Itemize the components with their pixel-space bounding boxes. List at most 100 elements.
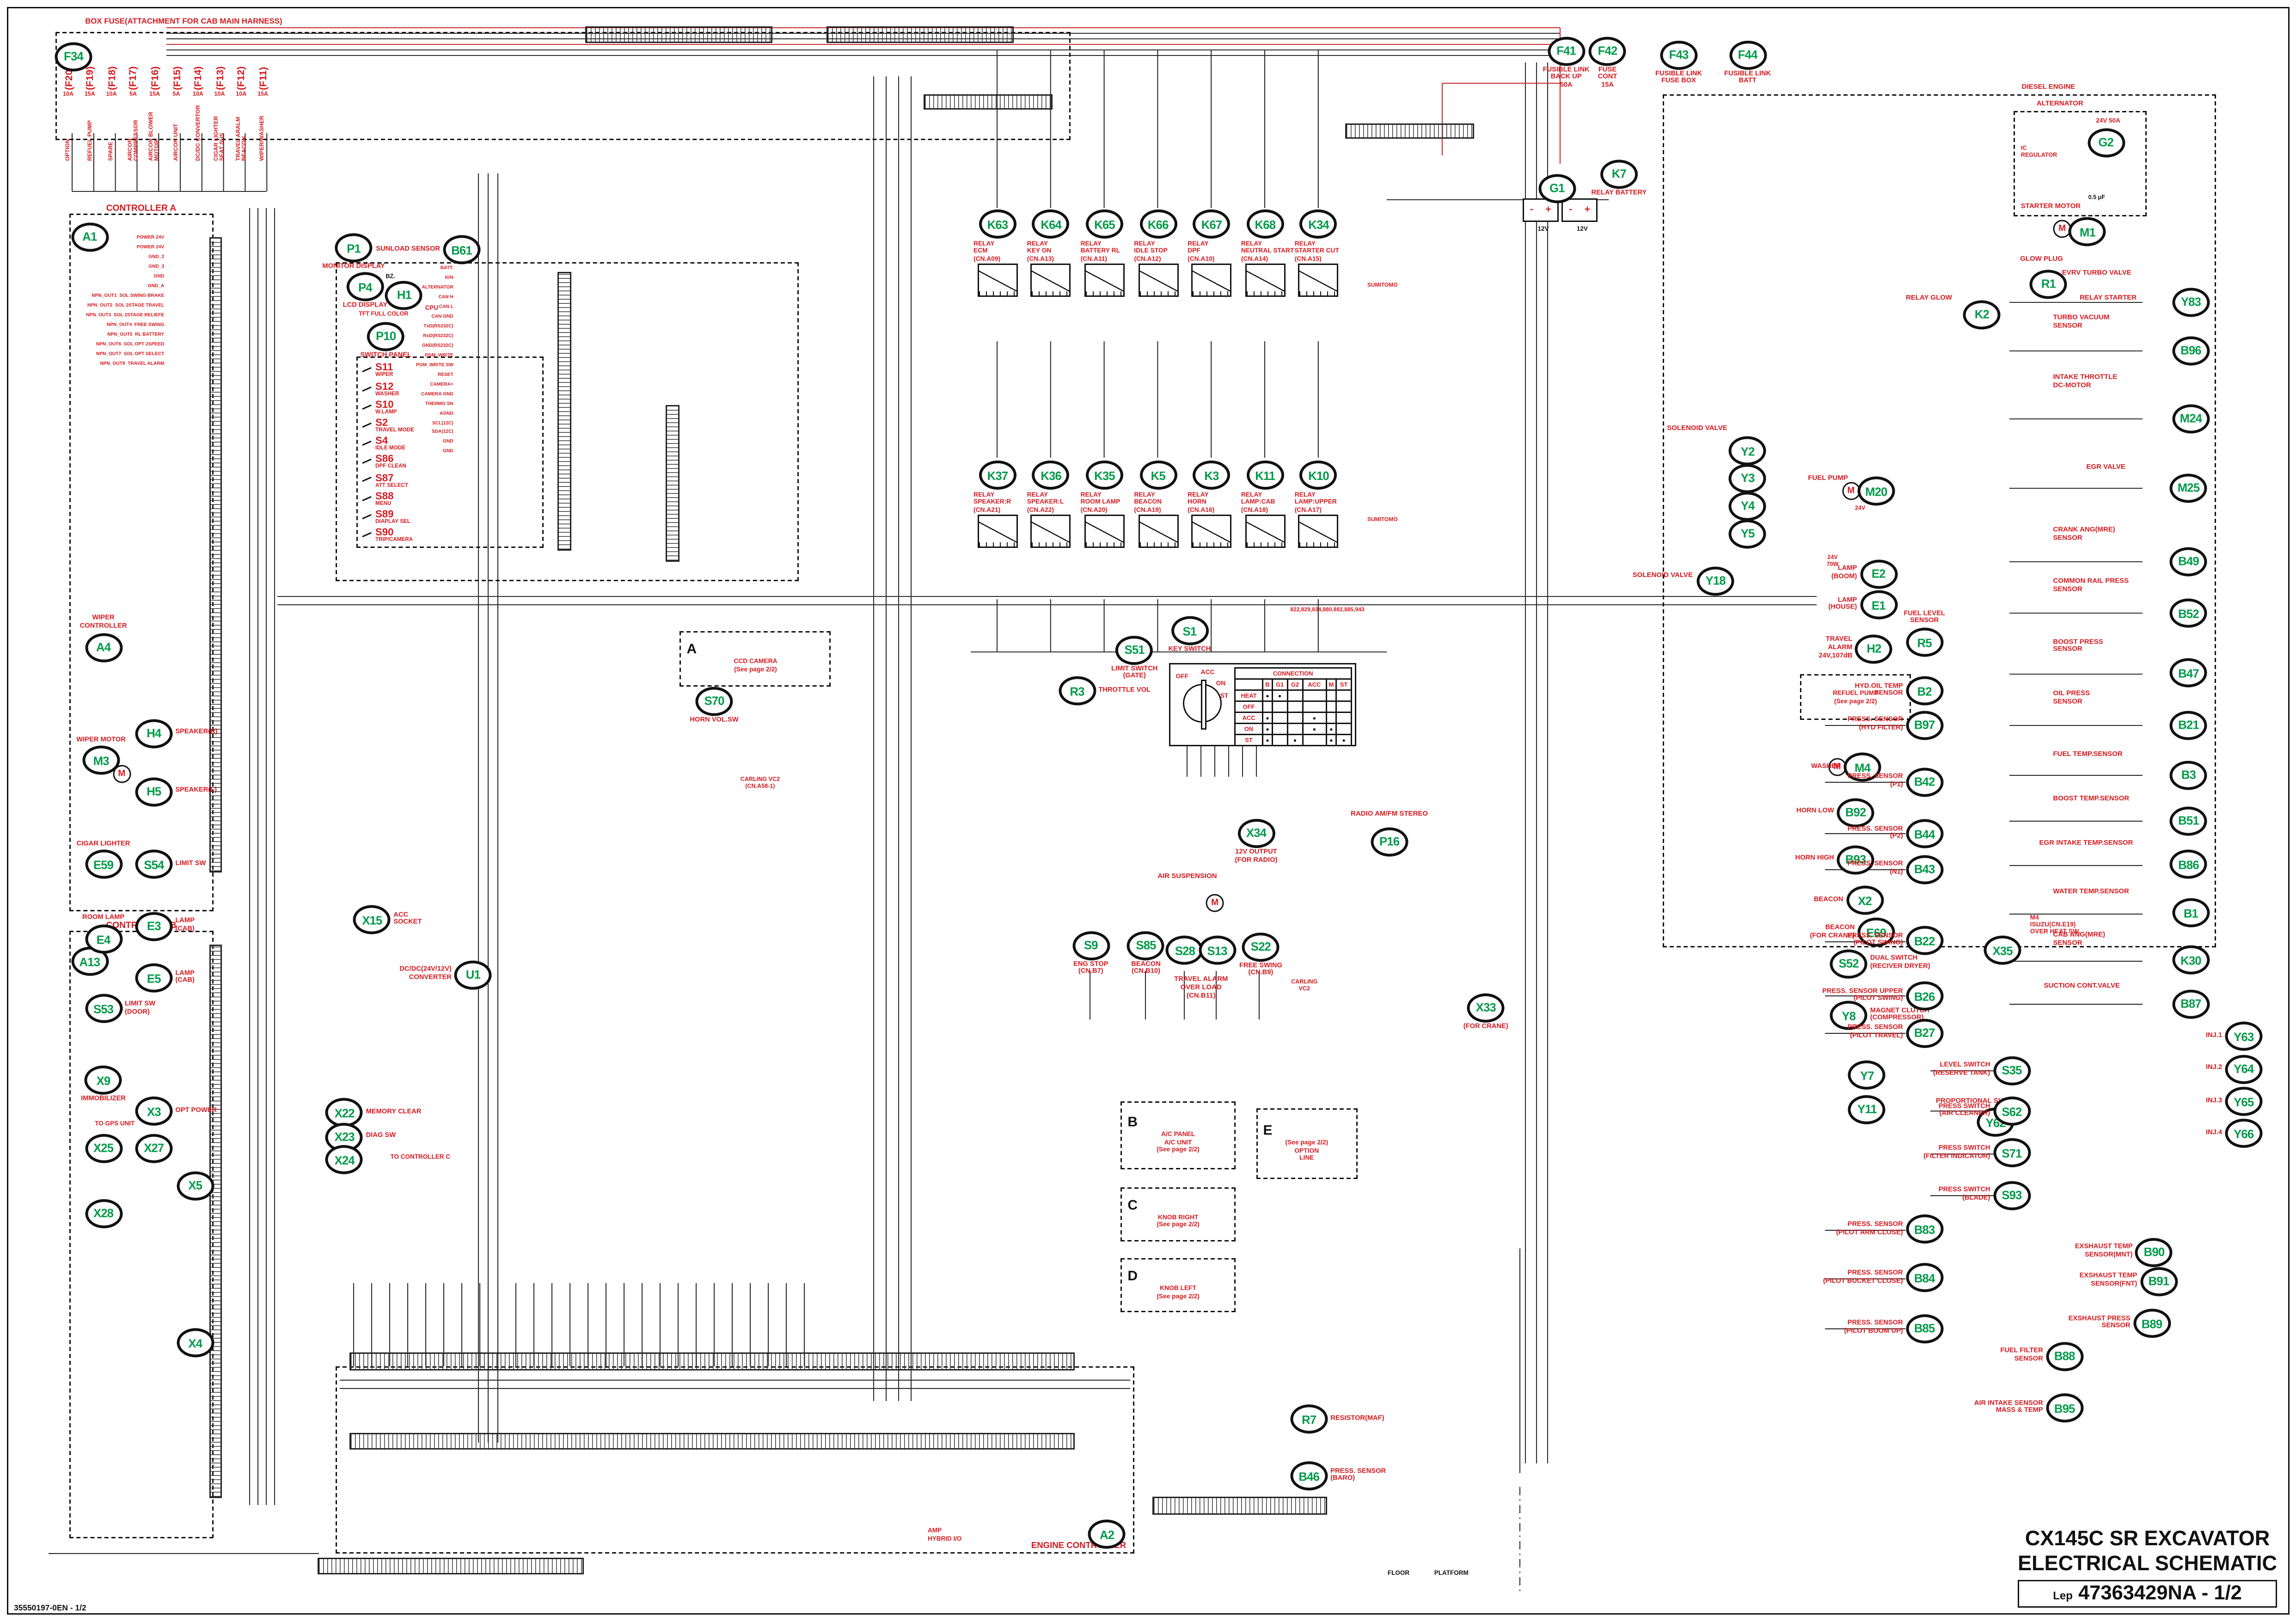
connection-mark [1302,700,1327,713]
relay-circle: K10 [1300,461,1338,490]
switch-glyph [361,459,371,465]
connector-strip [558,272,571,551]
switch-name: WIPER [375,371,393,378]
component-circle: B91 [2140,1266,2178,1296]
component-circle: B47 [2169,658,2207,688]
component-label: LAMP (BOOM) [1831,566,1857,581]
relay-circle: K68 [1246,209,1284,239]
label: M4 ISUZU(CN.E19) OVER HEAT SW. [2030,913,2081,935]
refbox-letter: D [1127,1269,1138,1284]
label: CRANK ANG(MRE) SENSOR [2053,526,2115,542]
label: TURBO VACUUM SENSOR [2053,313,2110,330]
region-engine-controller: ENGINE CONTROLLER [335,1365,1135,1554]
component-circle: B84 [1905,1263,1943,1293]
label: ALTERNATOR [2036,100,2083,109]
component-label: FUSIBLE LINK BATT [1724,70,1771,86]
label: TO GPS UNIT [95,1120,135,1128]
label: AMP HYBRID I/O [928,1527,962,1542]
component-label: INJ.2 [2206,1065,2223,1072]
component-circle: S85 [1127,930,1165,960]
switch-id: S10 [375,398,394,411]
component-b21: B21 [2169,710,2207,740]
component-a2: A2 [1088,1520,1126,1549]
component-circle: P10 [367,321,405,351]
switch-name: W.LAMP [375,407,397,415]
component-circle: P4 [346,272,384,302]
relay-symbol [1031,263,1071,297]
component-m20: M20 [1857,477,1895,506]
label: RELAY GLOW [1906,295,1953,303]
connection-row-name: OFF [1234,700,1264,713]
component-h1: H1 [385,280,423,310]
motor-symbol: M [1842,482,1860,501]
monitor-pin-labels: BATT. IGN ALTERNATOR CAN H CAN L CAN GND… [416,265,453,455]
fuse-name: CIGAR LIGHTER SEAT SUS [212,116,226,161]
refbox-line: A/C PANEL [1161,1130,1195,1137]
component-circle: B89 [2133,1309,2171,1339]
component-circle: S52 [1830,949,1867,978]
component-circle: Y2 [1729,436,1767,466]
component-circle: R3 [1058,676,1096,706]
component-circle: B93 [1837,845,1874,874]
component-circle: E69 [1857,918,1895,947]
connection-row-name: ON [1234,723,1264,736]
component-circle: Y11 [1848,1095,1886,1124]
label: TRAVEL ALARM OVER LOAD (CN.B11) [1174,976,1228,1001]
relay-symbol [1084,514,1125,548]
relay-symbol [1138,263,1178,297]
refbox-letter: E [1263,1123,1273,1139]
relay-label: RELAY KEY ON (CN.A13) [1027,240,1054,262]
component-label: ROOM LAMP [82,915,125,922]
component-circle: X33 [1467,993,1505,1022]
relay-symbol [1191,514,1232,548]
component-label: DUAL SWITCH (RECIVER DRYER) [1870,955,1930,971]
component-circle: M4 [1843,752,1881,782]
component-circle: M3 [82,746,120,775]
component-circle: B90 [2135,1237,2173,1267]
component-circle: Y3 [1729,464,1767,493]
component-s13: S13 [1198,936,1236,965]
component-circle: Y5 [1729,519,1767,548]
component-circle: B1 [2172,898,2210,928]
component-label: AIR INTAKE SENSOR MASS & TEMP [1974,1400,2043,1415]
component-circle: A4 [85,633,122,662]
key-rotary-dial [1182,680,1222,730]
component-label: WIPER MOTOR [76,737,126,744]
fuse-amp: 10A [106,90,117,98]
connection-header: ACC [1302,678,1327,691]
label: 12V [1576,225,1588,232]
relay-circle: K66 [1139,209,1177,239]
fuse-name: AIRCON COMPRESSOR [126,120,139,161]
component-label: BEACON (CN.B10) [1131,961,1161,976]
label: 822,829,834,880,882,885,943 [1290,605,1365,612]
component-circle: P1 [335,233,373,263]
